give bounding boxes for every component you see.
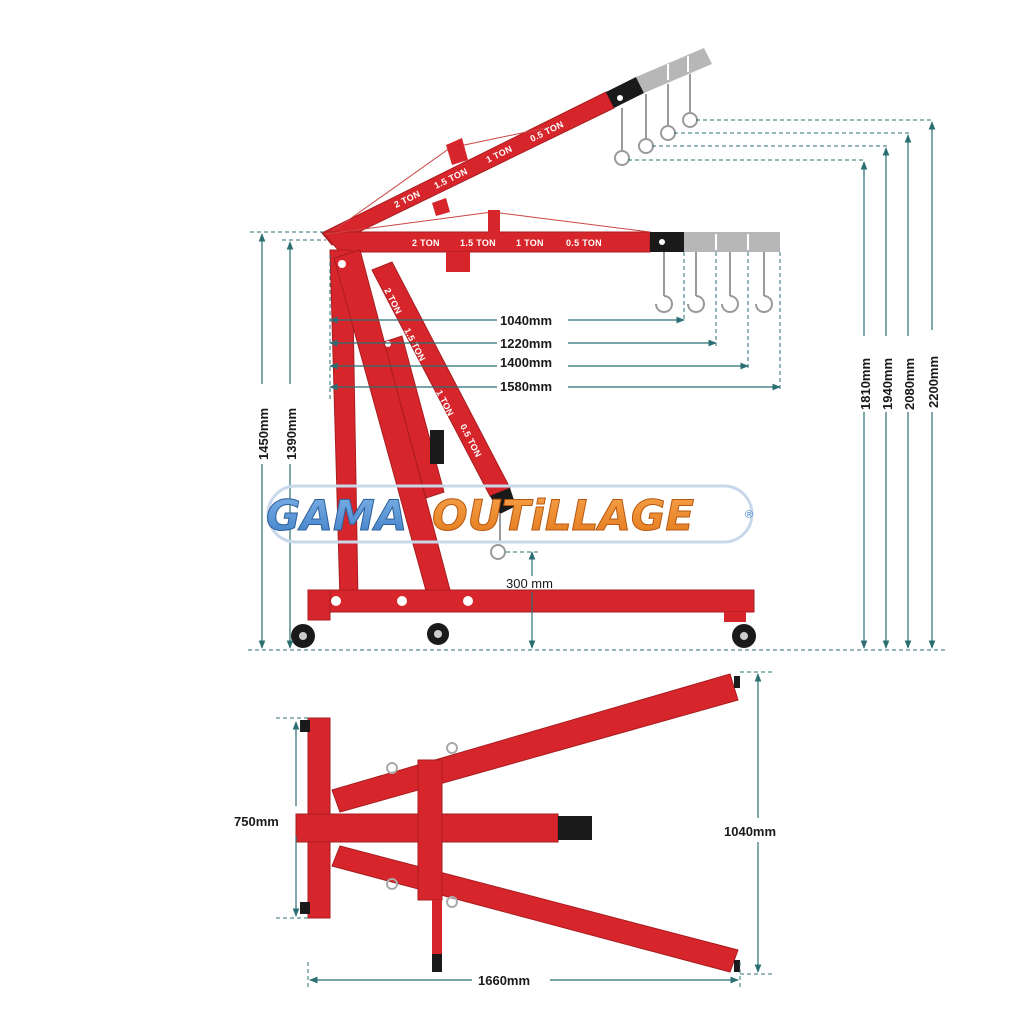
watermark-logo: GAMA OUTiLLAGE ® (266, 484, 754, 544)
height-1940: 1940mm (880, 358, 895, 410)
horizontal-boom: 2 TON 1.5 TON 1 TON 0.5 TON (320, 210, 780, 313)
boom-label-15t: 1.5 TON (460, 238, 496, 248)
boom-hooks (655, 252, 773, 313)
wheels (291, 623, 756, 648)
boom-label-2t: 2 TON (412, 238, 440, 248)
min-hook-label: 300 mm (506, 576, 553, 591)
reach-1400: 1400mm (500, 355, 552, 370)
min-hook-dimension: 300 mm (506, 551, 553, 649)
raised-boom: 2 TON 1.5 TON 1 TON 0.5 TON (321, 48, 712, 246)
leg-span-1040: 1040mm (724, 824, 776, 839)
length-1660: 1660mm (478, 973, 530, 988)
reach-dimensions: 1040mm 1220mm 1400mm 1580mm (329, 252, 781, 400)
height-1390: 1390mm (284, 408, 299, 460)
height-2200: 2200mm (926, 356, 941, 408)
boom-label-05t: 0.5 TON (566, 238, 602, 248)
base-frame (291, 589, 756, 648)
height-1450: 1450mm (256, 408, 271, 460)
mast-assembly: 2 TON 1.5 TON 1 TON 0.5 TON (329, 249, 516, 601)
top-view: 750mm 1040mm 1660mm (234, 671, 776, 990)
logo-registered: ® (745, 509, 753, 521)
width-750: 750mm (234, 814, 279, 829)
side-view: 2 TON 1.5 TON 1 TON 0.5 TON (248, 48, 948, 651)
logo-outillage: OUTiLLAGE (432, 491, 694, 540)
height-1810: 1810mm (858, 358, 873, 410)
reach-1040: 1040mm (500, 313, 552, 328)
logo-gama: GAMA (266, 491, 407, 540)
boom-label-1t: 1 TON (516, 238, 544, 248)
right-heights: 1810mm 1940mm 2080mm 2200mm (628, 119, 941, 649)
reach-1580: 1580mm (500, 379, 552, 394)
left-heights: 1450mm 1390mm (250, 231, 326, 649)
reach-1220: 1220mm (500, 336, 552, 351)
height-2080: 2080mm (902, 358, 917, 410)
